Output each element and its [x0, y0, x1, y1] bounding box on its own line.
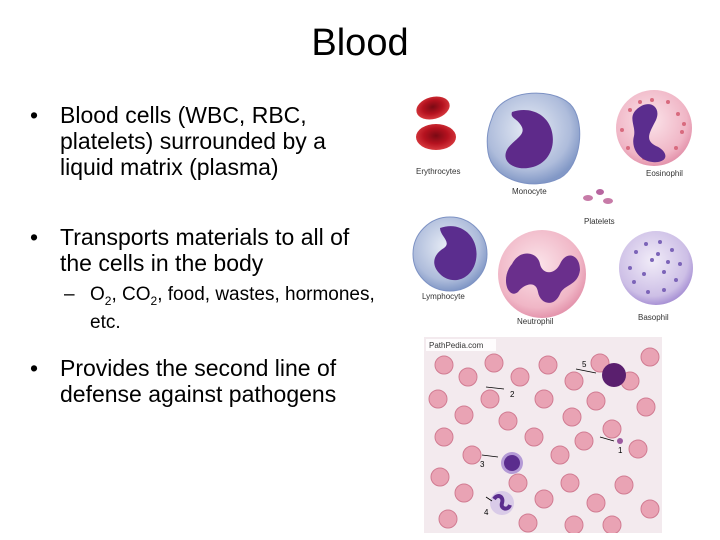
slide-title: Blood	[311, 22, 409, 64]
basophil-smear-cell	[602, 363, 626, 387]
label-platelets: Platelets	[584, 217, 615, 226]
marker-2: 2	[510, 390, 515, 399]
sub-o-subscript: 2	[104, 293, 112, 308]
neutrophil-image	[498, 230, 586, 318]
bullet-3: • Provides the second line of defense ag…	[28, 355, 378, 407]
label-basophil: Basophil	[638, 313, 669, 322]
bullet-1-text: Blood cells (WBC, RBC, platelets) surrou…	[60, 102, 326, 180]
monocyte-image	[486, 92, 581, 185]
bullet-list: • Blood cells (WBC, RBC, platelets) surr…	[28, 102, 378, 407]
bullet-dot: •	[30, 224, 39, 250]
label-monocyte: Monocyte	[512, 187, 547, 196]
sub-co: , CO	[111, 284, 151, 305]
platelet-smear-cell	[617, 438, 623, 444]
eosinophil-image	[616, 90, 692, 166]
sub-co-subscript: 2	[150, 293, 158, 308]
bullet-2: • Transports materials to all of the cel…	[28, 224, 378, 276]
label-erythrocytes: Erythrocytes	[416, 167, 460, 176]
marker-5: 5	[582, 360, 587, 369]
lymphocyte-smear-cell	[501, 452, 523, 474]
blood-cells-illustration: Erythrocytes Monocyte Eosinophil Platele…	[412, 90, 693, 326]
bullet-3-text: Provides the second line of defense agai…	[60, 354, 337, 407]
bullet-1: • Blood cells (WBC, RBC, platelets) surr…	[28, 102, 378, 180]
platelets-image	[583, 189, 613, 204]
blood-smear-micrograph: PathPedia.com 5 2 3 4 1	[424, 337, 662, 533]
label-lymphocyte: Lymphocyte	[422, 292, 465, 301]
bullet-dot: •	[30, 354, 39, 381]
erythrocytes-image	[416, 96, 456, 150]
neutrophil-smear-cell	[490, 491, 514, 515]
marker-3: 3	[480, 460, 485, 469]
bullet-2-text: Transports materials to all of the cells…	[60, 224, 350, 276]
bullet-dot: •	[30, 102, 39, 128]
label-neutrophil: Neutrophil	[517, 317, 554, 326]
sub-o: O	[90, 284, 105, 305]
sub-bullet-dash: –	[64, 284, 75, 305]
marker-1: 1	[618, 446, 623, 455]
label-eosinophil: Eosinophil	[646, 169, 683, 178]
lymphocyte-image	[412, 216, 488, 292]
basophil-image	[619, 231, 693, 305]
smear-watermark: PathPedia.com	[429, 341, 484, 350]
marker-4: 4	[484, 508, 489, 517]
sub-bullet: – O2, CO2, food, wastes, hormones, etc.	[28, 284, 378, 333]
sub-rest: , food, wastes, hormones, etc.	[90, 284, 375, 333]
